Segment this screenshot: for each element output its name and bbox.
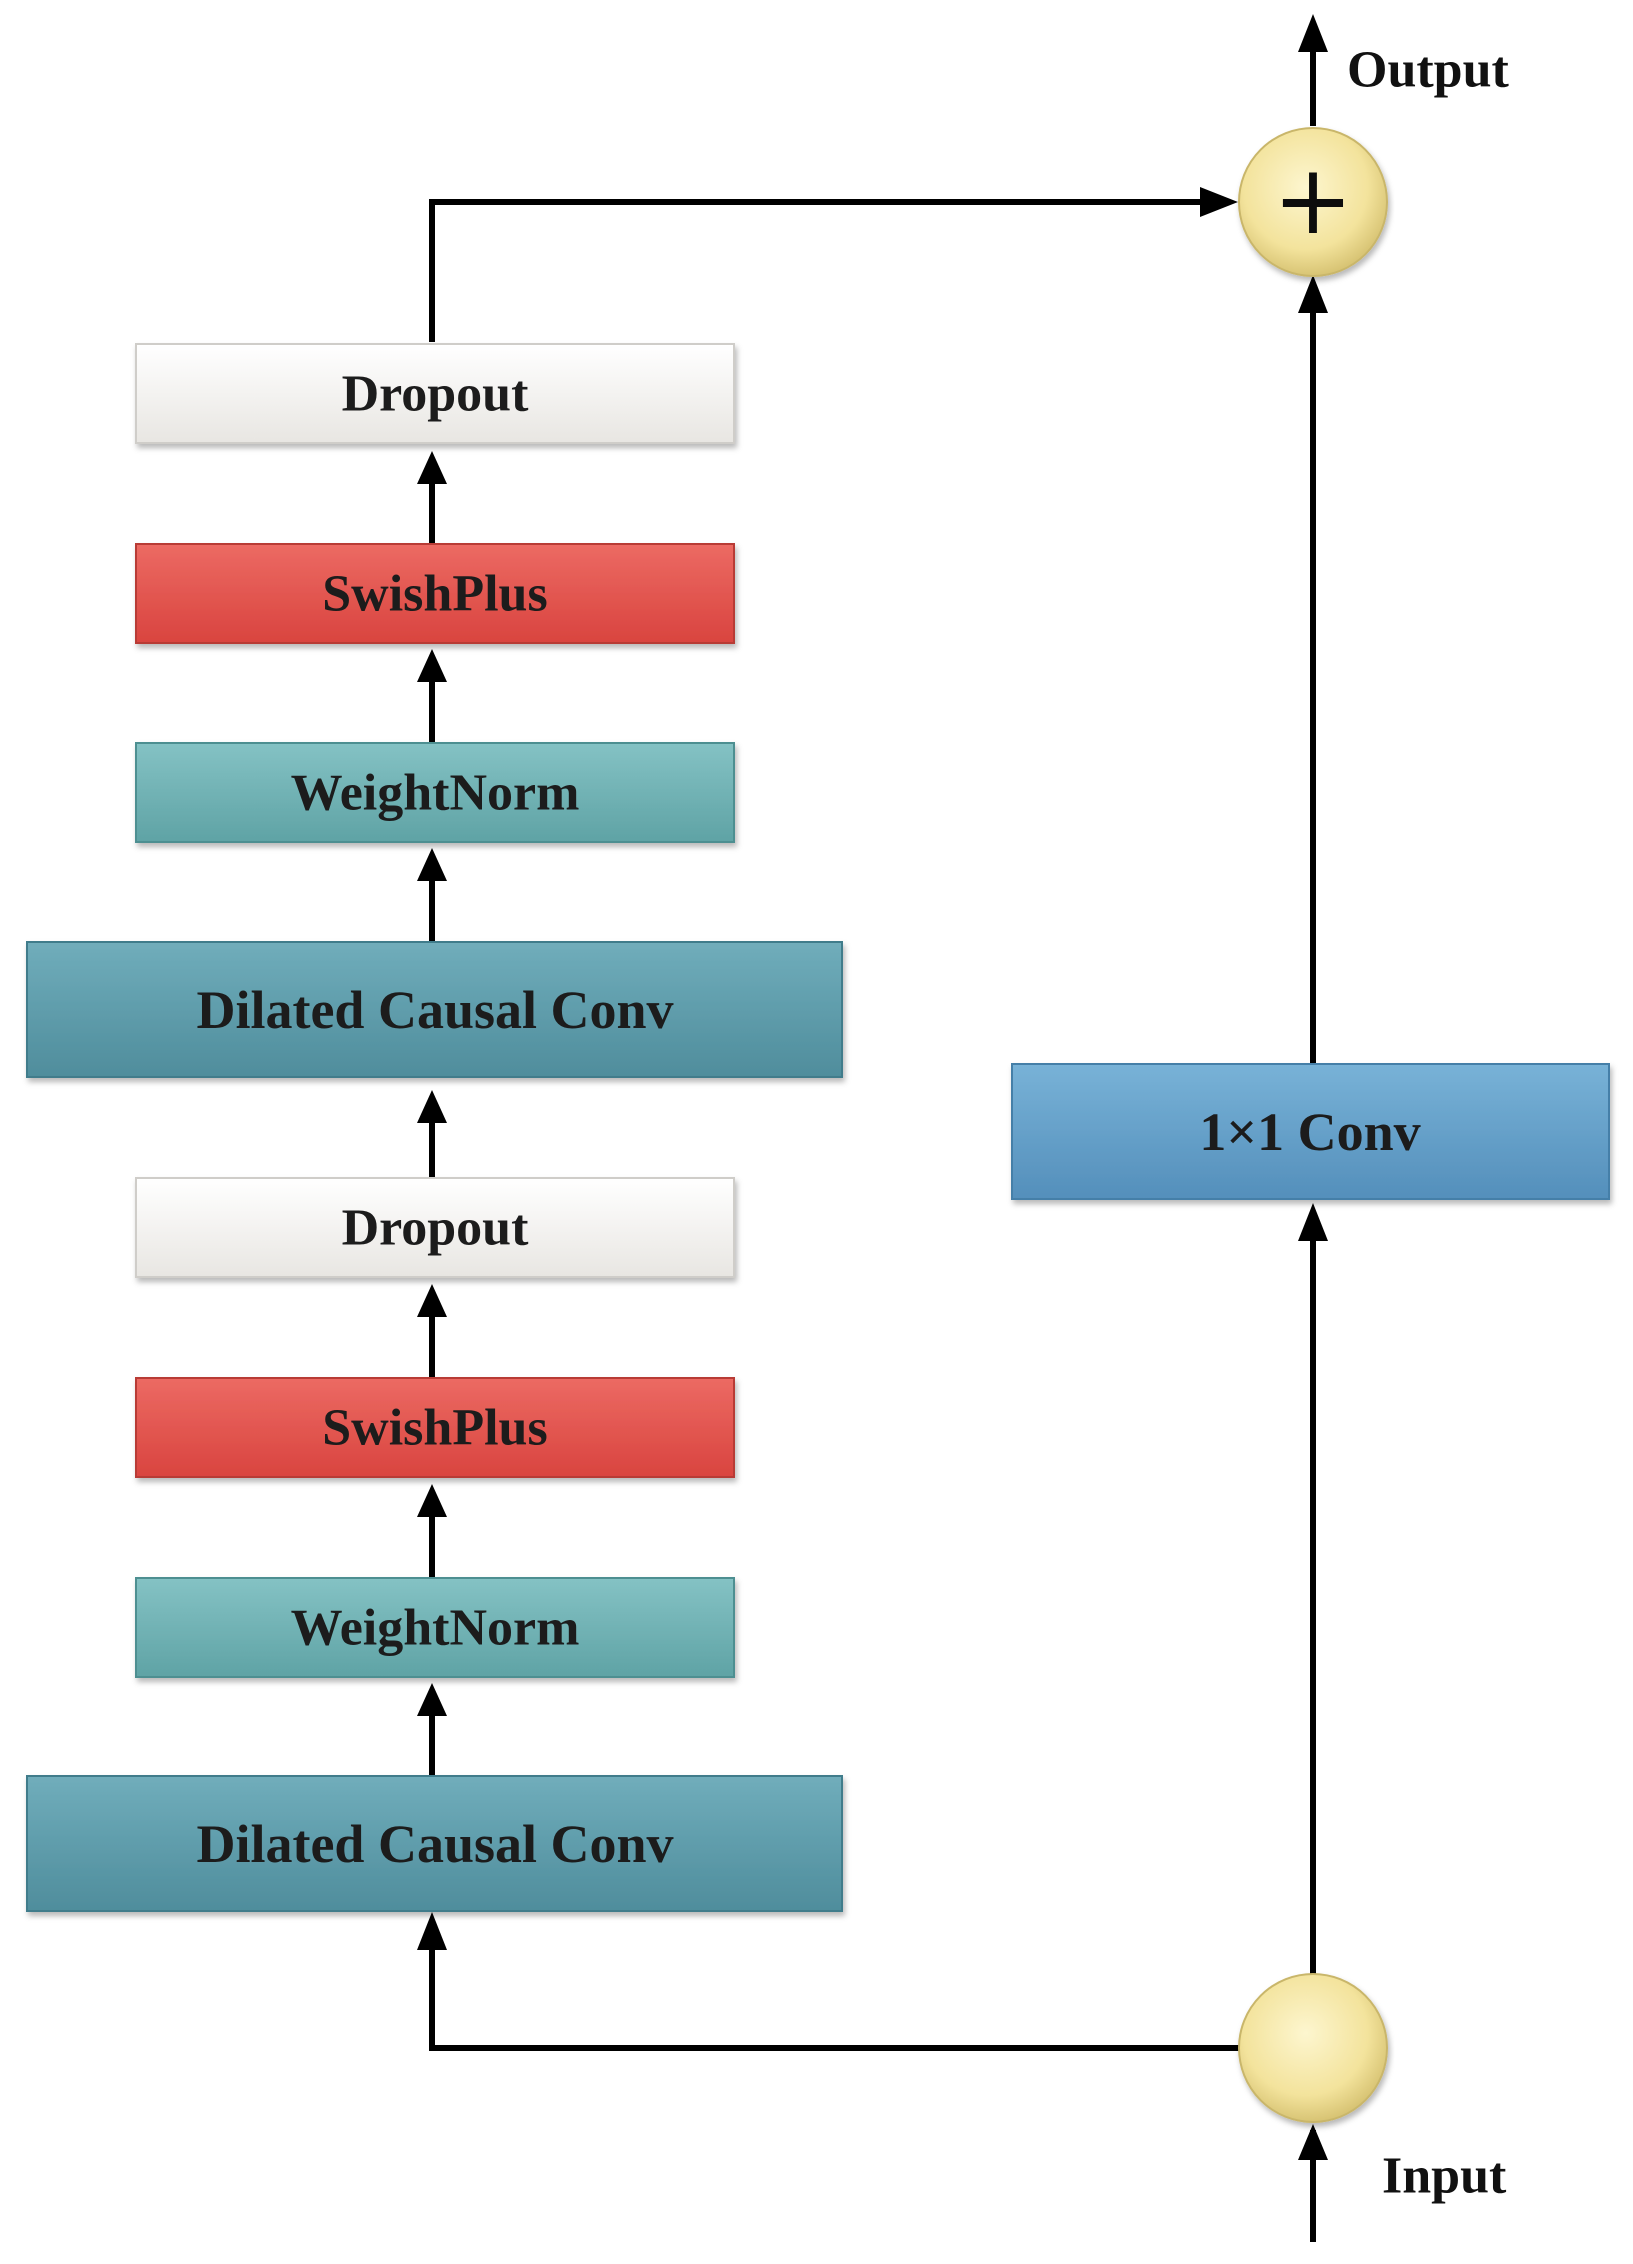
dropout-label-top: Dropout	[342, 366, 530, 423]
dropout-label-bottom: Dropout	[342, 1200, 530, 1257]
dilated-conv-label-top: Dilated Causal Conv	[196, 980, 673, 1040]
weightnorm-block-bottom: WeightNorm	[135, 1577, 735, 1678]
sum-right-arrowhead	[1298, 275, 1328, 313]
arrowhead-1	[417, 1683, 447, 1716]
dropout-block-top: Dropout	[135, 343, 735, 444]
conv1x1-arrowhead	[1298, 1203, 1328, 1241]
dilated-conv-block-bottom: Dilated Causal Conv	[26, 1775, 843, 1912]
arrowhead-3	[417, 1284, 447, 1317]
left-branch-arrowhead	[417, 1912, 447, 1950]
input-arrowhead	[1298, 2124, 1328, 2160]
output-label: Output	[1347, 42, 1510, 99]
conv-1x1-label: 1×1 Conv	[1199, 1102, 1420, 1162]
output-arrowhead	[1298, 14, 1328, 52]
swishplus-block-bottom: SwishPlus	[135, 1377, 735, 1478]
swishplus-label-bottom: SwishPlus	[322, 1400, 547, 1457]
dropout-block-bottom: Dropout	[135, 1177, 735, 1278]
conv-1x1-block: 1×1 Conv	[1011, 1063, 1610, 1200]
weightnorm-label-top: WeightNorm	[291, 765, 580, 822]
sum-node: +	[1238, 127, 1388, 277]
arrowhead-4	[417, 1090, 447, 1123]
arrowhead-5	[417, 848, 447, 881]
connectors	[417, 14, 1328, 2242]
arrowhead-7	[417, 451, 447, 484]
plus-icon: +	[1273, 144, 1353, 256]
weightnorm-label-bottom: WeightNorm	[291, 1600, 580, 1657]
dilated-conv-label-bottom: Dilated Causal Conv	[196, 1814, 673, 1874]
swishplus-label-top: SwishPlus	[322, 566, 547, 623]
residual-top-line	[429, 199, 1205, 342]
sum-left-arrowhead	[1200, 187, 1238, 217]
arrowhead-6	[417, 649, 447, 682]
weightnorm-block-top: WeightNorm	[135, 742, 735, 843]
dilated-conv-block-top: Dilated Causal Conv	[26, 941, 843, 1078]
arrowhead-2	[417, 1484, 447, 1517]
input-to-left-branch-line	[429, 1942, 1240, 2051]
input-label: Input	[1382, 2148, 1507, 2205]
swishplus-block-top: SwishPlus	[135, 543, 735, 644]
input-split-node	[1238, 1973, 1388, 2123]
